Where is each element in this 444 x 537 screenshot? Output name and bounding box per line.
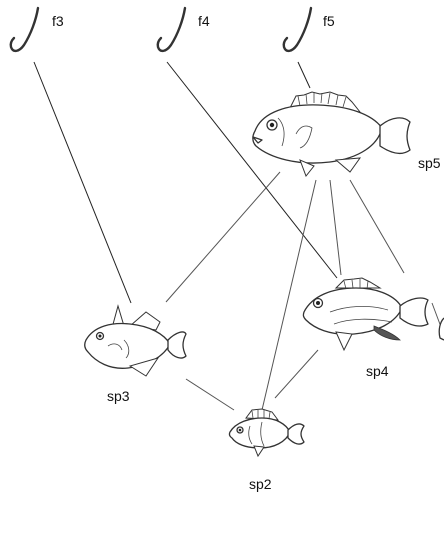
species-sp3: sp3 [84,304,187,404]
species-sp4: sp4 [302,277,429,379]
species-sp5: sp5 [252,91,441,177]
edge-sp5-right [349,179,405,274]
hook-label-f4: f4 [198,13,210,29]
edge-f4-sp4 [166,61,338,279]
grouper-fish-icon [252,91,411,177]
hook-label-f5: f5 [323,13,335,29]
species-label-sp3: sp3 [107,388,130,404]
edge-sp3-sp2 [185,378,235,411]
species-label-sp2: sp2 [249,476,272,492]
hook-f3: f3 [9,6,64,53]
fishing-hook-icon [9,6,40,53]
offscreen-fish-fragment [438,317,444,341]
edge-f3-sp3 [33,61,132,304]
fishing-hook-icon [282,6,313,53]
edge-sp5-sp3 [165,171,281,303]
edge-sp5-sp2 [261,179,317,411]
edge-sp5-sp4 [329,179,342,276]
edge-f5-sp5 [297,61,311,89]
hook-f5: f5 [282,6,335,53]
hook-f4: f4 [156,6,210,53]
edges [33,61,444,411]
damselfish-icon [228,408,305,458]
hook-label-f3: f3 [52,13,64,29]
fishing-hook-icon [156,6,187,53]
snapper-fish-icon [302,277,429,352]
triggerfish-icon [84,304,187,377]
species-label-sp5: sp5 [418,155,441,171]
edge-sp4-sp2 [274,349,319,399]
species-label-sp4: sp4 [366,363,389,379]
species-sp2: sp2 [228,408,305,492]
